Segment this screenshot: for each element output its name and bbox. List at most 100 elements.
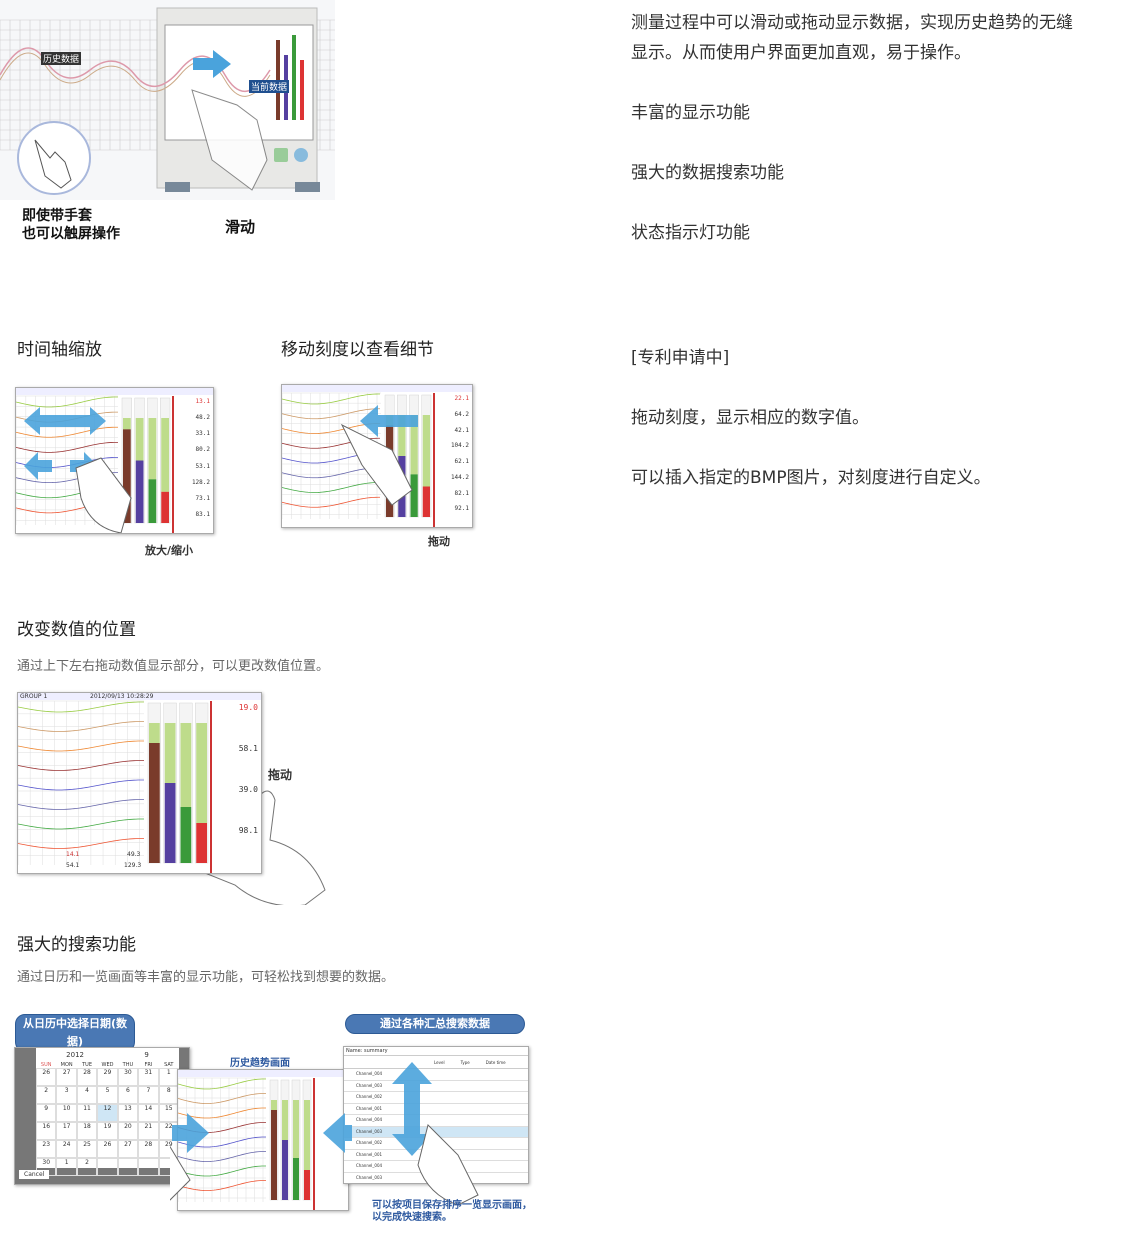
- channel-value[interactable]: 13.1: [195, 398, 210, 405]
- swipe-label: 滑动: [225, 218, 256, 236]
- calendar-day[interactable]: 25: [76, 1140, 98, 1158]
- bottom-value: 49.3: [127, 851, 141, 858]
- cancel-button[interactable]: Cancel: [19, 1170, 50, 1179]
- feature-search: 强大的数据搜索功能: [631, 163, 784, 183]
- channel-value[interactable]: 104.2: [450, 442, 469, 450]
- channel-value[interactable]: 80.2: [195, 446, 210, 454]
- channel-value[interactable]: 39.0: [238, 785, 258, 794]
- calendar-month[interactable]: 9: [144, 1051, 149, 1059]
- calendar-day[interactable]: 7: [138, 1086, 159, 1104]
- trend-line: [16, 441, 119, 453]
- channel-value[interactable]: 33.1: [195, 430, 210, 438]
- channel-name: Channel_003: [356, 1128, 383, 1134]
- calendar-day[interactable]: 20: [117, 1122, 139, 1140]
- calendar-day[interactable]: 6: [117, 1086, 139, 1104]
- channel-value[interactable]: 53.1: [195, 462, 210, 470]
- channel-value[interactable]: 58.1: [238, 744, 258, 753]
- calendar-day[interactable]: [138, 1158, 159, 1176]
- summary-row[interactable]: Channel_004: [344, 1115, 528, 1127]
- calendar-day[interactable]: 2: [76, 1158, 98, 1176]
- channel-value[interactable]: 82.1: [454, 489, 469, 497]
- calendar-day[interactable]: 3: [56, 1086, 77, 1104]
- history-data-tag: 历史数据: [41, 52, 82, 65]
- calendar-day[interactable]: 11: [76, 1104, 98, 1122]
- bottom-value: 129.3: [124, 862, 142, 869]
- channel-value[interactable]: 92.1: [454, 505, 469, 513]
- trend-line: [18, 701, 145, 713]
- calendar-day[interactable]: 2: [36, 1086, 57, 1104]
- channel-value[interactable]: 48.2: [195, 414, 210, 422]
- calendar-day[interactable]: [117, 1158, 139, 1176]
- trend-line: [18, 721, 145, 732]
- feature-display: 丰富的显示功能: [631, 103, 750, 123]
- scale-section-title: 移动刻度以查看细节: [281, 340, 434, 360]
- channel-value[interactable]: 98.1: [238, 826, 258, 835]
- calendar-day[interactable]: 12: [97, 1104, 118, 1122]
- calendar-day[interactable]: 19: [97, 1122, 118, 1140]
- summary-row[interactable]: Channel_004: [344, 1069, 528, 1081]
- calendar-day[interactable]: 28: [76, 1068, 98, 1086]
- calendar-year[interactable]: 2012: [66, 1051, 84, 1059]
- summary-row[interactable]: Channel_003: [344, 1081, 528, 1092]
- calendar-day[interactable]: 31: [138, 1068, 159, 1086]
- position-caption: 拖动: [268, 768, 293, 782]
- calendar-day[interactable]: 28: [138, 1140, 159, 1158]
- trend-line: [18, 818, 145, 830]
- calendar-day[interactable]: 27: [56, 1068, 77, 1086]
- calendar-day[interactable]: 18: [76, 1122, 98, 1140]
- calendar-day[interactable]: 14: [138, 1104, 159, 1122]
- calendar-day[interactable]: 4: [76, 1086, 98, 1104]
- channel-value[interactable]: 83.1: [195, 510, 210, 518]
- channel-value[interactable]: 144.2: [450, 473, 469, 481]
- calendar-day[interactable]: 1: [56, 1158, 77, 1176]
- summary-row[interactable]: Channel_001: [344, 1104, 528, 1115]
- calendar-day[interactable]: 13: [117, 1104, 139, 1122]
- channel-value[interactable]: 22.1: [454, 395, 469, 402]
- channel-value[interactable]: 42.1: [454, 426, 469, 434]
- channel-value[interactable]: 64.2: [454, 410, 469, 418]
- calendar-day[interactable]: 21: [138, 1122, 159, 1140]
- trend-line: [178, 1180, 267, 1191]
- calendar-day[interactable]: 30: [117, 1068, 139, 1086]
- calendar-day[interactable]: 27: [117, 1140, 139, 1158]
- calendar-day[interactable]: 26: [97, 1140, 118, 1158]
- channel-name: Channel_003: [356, 1082, 383, 1088]
- calendar-day[interactable]: 10: [56, 1104, 77, 1122]
- channel-value[interactable]: 73.1: [195, 494, 210, 502]
- trend-line: [18, 779, 145, 791]
- summary-name: Name: summary: [344, 1047, 528, 1056]
- col-header[interactable]: Date time: [485, 1059, 506, 1065]
- intro-line-2: 显示。从而使用户界面更加直观，易于操作。: [631, 43, 971, 63]
- calendar-day[interactable]: 23: [36, 1140, 57, 1158]
- bar-graph: [149, 743, 160, 863]
- weekday-header: TUE: [82, 1062, 92, 1068]
- zoom-caption: 放大/缩小: [145, 544, 194, 557]
- trend-chart: [18, 693, 261, 873]
- col-header[interactable]: Type: [460, 1059, 470, 1065]
- summary-note: 可以按项目保存排序一览显示画面，以完成快速搜索。: [372, 1200, 532, 1224]
- calendar-day[interactable]: [97, 1158, 118, 1176]
- summary-row[interactable]: Channel_003: [344, 1173, 528, 1184]
- calendar-day[interactable]: 24: [56, 1140, 77, 1158]
- channel-value[interactable]: 128.2: [191, 478, 210, 486]
- arrow-left-icon: [360, 405, 418, 437]
- col-header[interactable]: Level: [434, 1059, 445, 1065]
- search-gesture-overlay: [170, 1062, 479, 1206]
- bar-graph: [161, 491, 169, 523]
- patent-line-1: 拖动刻度，显示相应的数字值。: [631, 408, 869, 428]
- calendar-day[interactable]: 5: [97, 1086, 118, 1104]
- calendar-day[interactable]: 9: [36, 1104, 57, 1122]
- calendar-day[interactable]: 26: [36, 1068, 57, 1086]
- weekday-header: MON: [60, 1062, 73, 1068]
- channel-name: Channel_002: [356, 1094, 383, 1099]
- trend-line: [282, 496, 381, 508]
- calendar-day[interactable]: 17: [56, 1122, 77, 1140]
- calendar-day[interactable]: 16: [36, 1122, 57, 1140]
- summary-row[interactable]: Channel_002: [344, 1092, 528, 1104]
- note-line: 以完成快速搜索。: [372, 1212, 452, 1223]
- calendar-day[interactable]: 29: [97, 1068, 118, 1086]
- channel-value[interactable]: 19.0: [238, 703, 258, 712]
- channel-value[interactable]: 62.1: [454, 458, 469, 465]
- bar-graph: [304, 1170, 310, 1200]
